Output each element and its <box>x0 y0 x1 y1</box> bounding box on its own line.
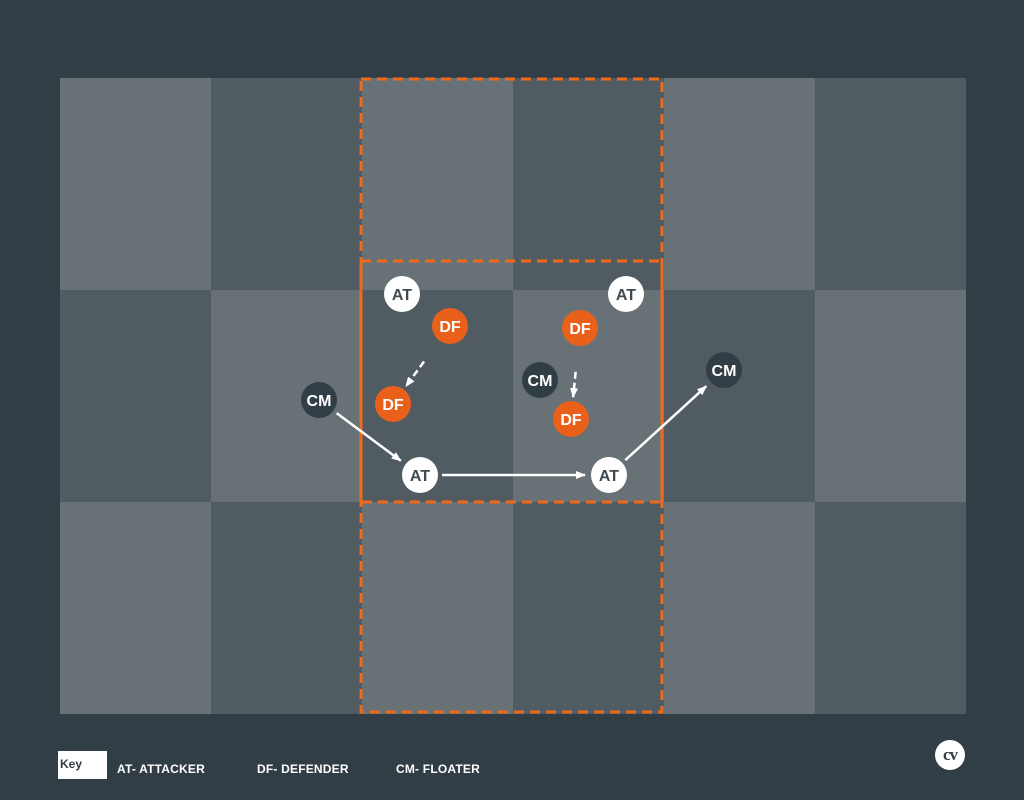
pitch-tile <box>362 502 513 714</box>
pitch-grid <box>60 78 966 714</box>
pass-arrow <box>335 412 402 462</box>
defender-label: DF <box>560 412 582 429</box>
defender-circle <box>562 310 598 346</box>
pitch-tile <box>664 502 815 714</box>
pitch-tile <box>211 78 362 290</box>
movement-arrows <box>335 360 708 479</box>
central-box-zone <box>359 259 664 504</box>
pitch-tile <box>60 502 211 714</box>
pass-arrow <box>624 385 708 462</box>
attacker-label: AT <box>616 287 636 304</box>
attacker-token: AT <box>591 457 627 493</box>
floater-circle <box>522 362 558 398</box>
pitch-tile <box>513 78 664 290</box>
floater-token: CM <box>522 362 558 398</box>
floater-label: CM <box>712 363 737 380</box>
defender-token: DF <box>553 401 589 437</box>
attacker-token: AT <box>402 457 438 493</box>
defender-token: DF <box>375 386 411 422</box>
pitch-tile <box>362 78 513 290</box>
defender-label: DF <box>439 319 461 336</box>
defender-circle <box>375 386 411 422</box>
pitch-tile <box>815 78 966 290</box>
defender-shift-arrow <box>404 360 426 388</box>
defender-label: DF <box>382 397 404 414</box>
defender-token: DF <box>432 308 468 344</box>
pitch-tile <box>211 290 362 502</box>
floater-circle <box>301 382 337 418</box>
attacker-token: AT <box>384 276 420 312</box>
defender-label: DF <box>569 321 591 338</box>
pitch-tile <box>815 502 966 714</box>
highlight-zones <box>359 77 664 714</box>
defender-token: DF <box>562 310 598 346</box>
defender-shift-arrow <box>570 371 579 399</box>
attacker-label: AT <box>599 468 619 485</box>
defender-circle <box>432 308 468 344</box>
pitch-tile <box>60 290 211 502</box>
pitch-tile <box>211 502 362 714</box>
defender-circle <box>553 401 589 437</box>
floater-token: CM <box>706 352 742 388</box>
floater-label: CM <box>528 373 553 390</box>
attacker-label: AT <box>410 468 430 485</box>
attacker-token: AT <box>608 276 644 312</box>
pitch-tile <box>60 78 211 290</box>
pitch-tile <box>513 502 664 714</box>
player-tokens: AT AT DF DF CM DF CM DF CM AT AT <box>301 276 742 493</box>
pitch-tile <box>815 290 966 502</box>
floater-token: CM <box>301 382 337 418</box>
key-label: Key <box>58 751 107 779</box>
attacker-label: AT <box>392 287 412 304</box>
attacker-circle <box>402 457 438 493</box>
floater-label: CM <box>307 393 332 410</box>
floater-circle <box>706 352 742 388</box>
legend-defender: DF- DEFENDER <box>257 762 349 776</box>
pitch-tile <box>664 290 815 502</box>
attacker-circle <box>591 457 627 493</box>
legend-floater: CM- FLOATER <box>396 762 480 776</box>
legend-attacker: AT- ATTACKER <box>117 762 205 776</box>
pitch-tile <box>664 78 815 290</box>
attacker-circle <box>608 276 644 312</box>
attacker-circle <box>384 276 420 312</box>
cv-logo: cv <box>935 740 965 770</box>
